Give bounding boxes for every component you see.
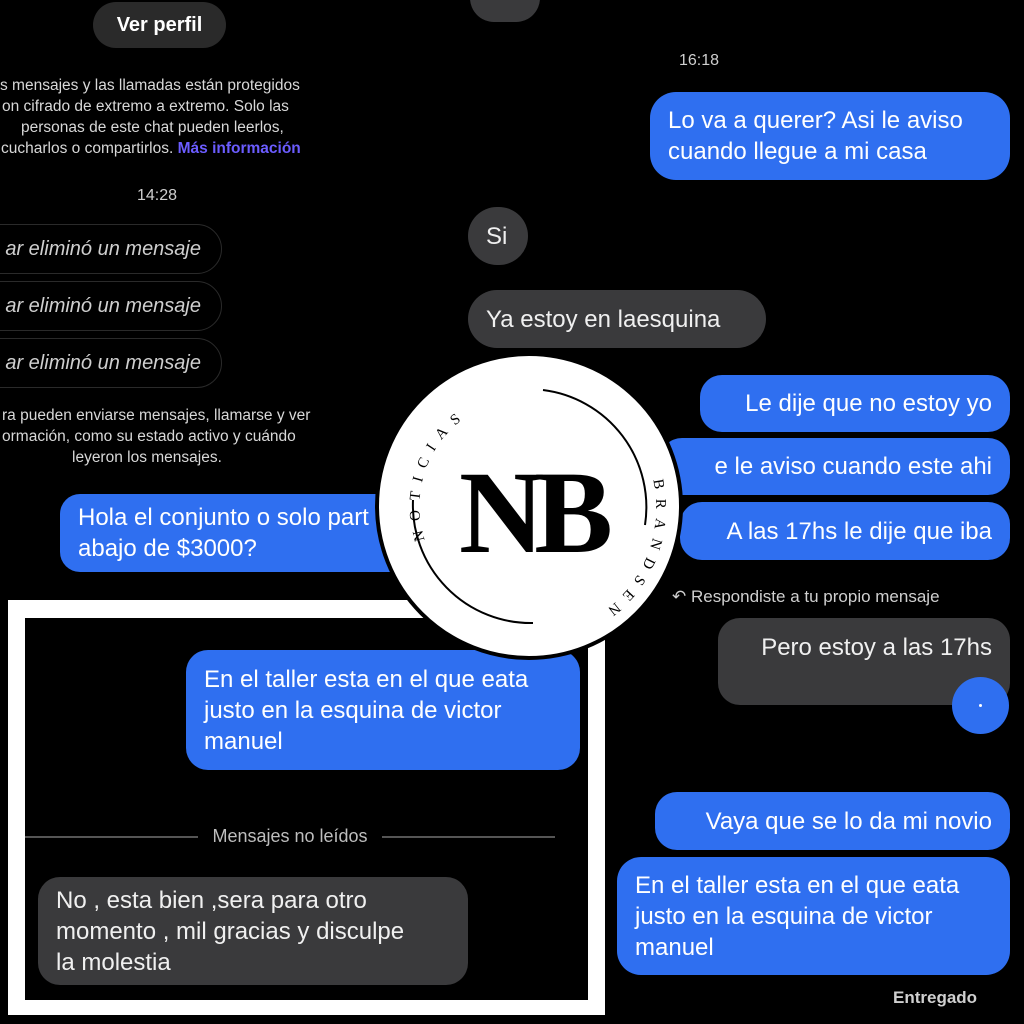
framed-chat-screenshot: En el taller esta en el que eata justo e… xyxy=(8,600,605,1015)
encryption-line: s mensajes y las llamadas están protegid… xyxy=(0,77,300,94)
info-notice: ra pueden enviarse mensajes, llamarse y … xyxy=(0,405,370,468)
received-message: Si xyxy=(468,207,528,265)
deleted-message: ar eliminó un mensaje xyxy=(0,338,222,388)
encryption-line: on cifrado de extremo a extremo. Solo la… xyxy=(2,98,289,115)
received-message: No , esta bien ,sera para otro momento ,… xyxy=(38,877,468,985)
sent-message: Le dije que no estoy yo xyxy=(700,375,1010,432)
logo-circle xyxy=(375,352,683,660)
dot-icon xyxy=(979,704,982,707)
unread-divider: Mensajes no leídos xyxy=(25,826,555,847)
logo-monogram: NB xyxy=(459,447,610,578)
timestamp: 16:18 xyxy=(679,52,720,69)
info-line: leyeron los mensajes. xyxy=(72,449,222,466)
sent-message: A las 17hs le dije que iba xyxy=(680,502,1010,560)
timestamp: 14:28 xyxy=(137,187,178,204)
info-line: ra pueden enviarse mensajes, llamarse y … xyxy=(2,407,311,424)
reply-note: ↶ Respondiste a tu propio mensaje xyxy=(672,587,940,606)
reply-arrow-icon: ↶ xyxy=(672,587,687,606)
encryption-notice: s mensajes y las llamadas están protegid… xyxy=(0,75,370,159)
received-message: Ya estoy en laesquina xyxy=(468,290,766,348)
deleted-message: ar eliminó un mensaje xyxy=(0,281,222,331)
sent-message: e le aviso cuando este ahi xyxy=(660,438,1010,495)
scroll-to-bottom-button[interactable] xyxy=(952,677,1009,734)
received-message-cropped xyxy=(470,0,540,22)
sent-message: En el taller esta en el que eata justo e… xyxy=(186,650,580,770)
sent-message: Vaya que se lo da mi novio xyxy=(655,792,1010,850)
encryption-line: personas de este chat pueden leerlos, xyxy=(21,119,284,136)
delivery-status: Entregado xyxy=(893,988,978,1007)
info-line: ormación, como su estado activo y cuándo xyxy=(2,428,296,445)
sent-message: En el taller esta en el que eata justo e… xyxy=(617,857,1010,975)
deleted-message: ar eliminó un mensaje xyxy=(0,224,222,274)
more-info-link[interactable]: Más información xyxy=(177,140,301,157)
noticias-brandsen-logo: NOTICIAS BRANDSEN NB xyxy=(373,350,685,662)
view-profile-button[interactable]: Ver perfil xyxy=(93,2,226,48)
encryption-line: cucharlos o compartirlos. xyxy=(1,140,174,157)
sent-message: Lo va a querer? Asi le aviso cuando lleg… xyxy=(650,92,1010,180)
